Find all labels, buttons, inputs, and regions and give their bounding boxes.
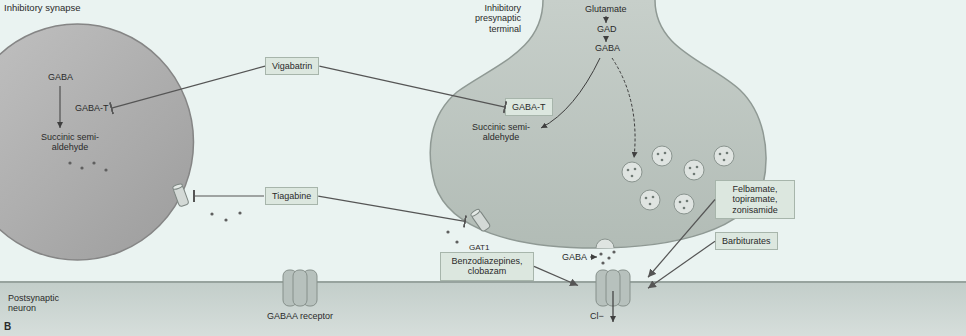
enzyme-box: GABA-T xyxy=(505,98,553,116)
reaction-arrow xyxy=(60,86,61,128)
reaction-arrow xyxy=(541,58,600,128)
gaba-dot xyxy=(210,212,213,215)
gaba-dot xyxy=(599,252,602,255)
synaptic-vesicle xyxy=(622,162,642,182)
gaba-a-receptor: GABAA receptor xyxy=(262,269,338,324)
synaptic-vesicle xyxy=(684,160,704,180)
gaba-dot xyxy=(92,161,95,164)
terminal-label: Inhibitory presynaptic terminal xyxy=(455,3,521,34)
drug-box: Tiagabine xyxy=(265,187,318,205)
transporter-top xyxy=(172,183,183,190)
enzyme-label: GABA-T xyxy=(512,102,546,112)
gaba-dot xyxy=(104,168,107,171)
glial-cell: GABA Succinic semi-aldehyde GABA-T xyxy=(0,22,195,262)
vesicle-gaba xyxy=(726,152,729,155)
terminal-label: Succinic semi-aldehyde xyxy=(465,122,537,143)
enzyme-label: GABA-T xyxy=(75,103,109,113)
vesicle-gaba xyxy=(664,152,667,155)
vesicle-gaba xyxy=(631,175,634,178)
gaba-dot xyxy=(224,218,227,221)
vesicle-gaba xyxy=(689,167,692,170)
vesicle-gaba xyxy=(686,200,689,203)
terminal-label: GABA xyxy=(595,43,620,53)
drug-box: Felbamate, topiramate, zonisamide xyxy=(715,180,795,219)
synaptic-vesicle xyxy=(652,146,672,166)
vesicle-gaba xyxy=(696,166,699,169)
vesicle-gaba xyxy=(652,196,655,199)
cell-outline xyxy=(0,24,194,260)
inhibition-line xyxy=(319,66,505,107)
enzyme-node: GABA-T xyxy=(72,101,112,115)
ion-label: Cl− xyxy=(590,311,604,321)
terminal-label: GAD xyxy=(597,24,617,34)
gaba-dot xyxy=(601,261,604,264)
action-arrow xyxy=(648,200,715,278)
packaging-arrow xyxy=(612,58,635,158)
gaba-transporter: GAT1 xyxy=(465,210,497,248)
transporter-top xyxy=(470,208,480,217)
vesicle-gaba xyxy=(657,153,660,156)
gaba-dot xyxy=(238,211,241,214)
figure-title: Inhibitory synapse xyxy=(4,3,81,14)
chloride-channel-receptor: Cl− xyxy=(578,269,648,324)
vesicle-gaba xyxy=(627,169,630,172)
vesicle-gaba xyxy=(683,207,686,210)
metabolite-label: Succinic semi-aldehyde xyxy=(30,132,110,153)
receptor-subunit xyxy=(293,270,307,306)
inhibition-bar xyxy=(193,190,195,202)
vesicle-gaba xyxy=(649,203,652,206)
gaba-dot xyxy=(446,230,449,233)
transporter-body xyxy=(173,185,189,207)
synaptic-vesicle xyxy=(714,146,734,166)
action-arrow xyxy=(534,266,578,285)
inhibition-line xyxy=(112,66,265,108)
drug-box: Vigabatrin xyxy=(265,57,319,75)
transporter-label: GAT1 xyxy=(467,243,492,252)
postsynaptic-neuron: Postsynaptic neuronGABAA receptor Cl− xyxy=(0,281,966,336)
terminal-label: Glutamate xyxy=(585,4,627,14)
node-outline xyxy=(578,269,648,324)
drug-name: Vigabatrin xyxy=(272,61,312,71)
receptor-subunits xyxy=(283,270,317,306)
reaction-arrow xyxy=(606,36,607,42)
synaptic-vesicle xyxy=(674,194,694,214)
gaba-dot xyxy=(455,240,458,243)
reaction-arrow xyxy=(606,16,607,23)
gaba-dot xyxy=(612,250,615,253)
inhibition-line xyxy=(318,196,465,221)
gaba-dot xyxy=(80,166,83,169)
glial-transporter xyxy=(172,183,189,207)
vesicle-gaba xyxy=(719,153,722,156)
receptor-label: GABAA receptor xyxy=(262,311,338,321)
panel-letter: B xyxy=(4,321,11,333)
drug-name: Felbamate, topiramate, zonisamide xyxy=(722,184,788,215)
vesicle-gaba xyxy=(661,159,664,162)
drug-box: Barbiturates xyxy=(715,232,778,250)
drug-name: Benzodiazepines, clobazam xyxy=(447,256,527,277)
drug-box: Benzodiazepines, clobazam xyxy=(440,252,534,281)
neurotransmitter-label: GABA xyxy=(560,252,589,262)
metabolite-label: GABA xyxy=(48,72,73,82)
vesicle-gaba xyxy=(723,159,726,162)
fusing-vesicle xyxy=(596,239,614,248)
drug-name: Tiagabine xyxy=(272,191,311,201)
action-arrow xyxy=(648,241,715,288)
drug-name: Barbiturates xyxy=(722,236,771,246)
gaba-dot xyxy=(607,256,610,259)
transporter-glyph xyxy=(470,208,491,232)
vesicle-gaba xyxy=(634,168,637,171)
leader-arrow xyxy=(590,257,597,258)
vesicle-gaba xyxy=(645,197,648,200)
vesicle-gaba xyxy=(693,173,696,176)
inhibition-line xyxy=(194,195,264,196)
gaba-dot xyxy=(68,161,71,164)
cell-label: Postsynaptic neuron xyxy=(8,293,70,314)
vesicle-gaba xyxy=(679,201,682,204)
ion-flow-arrow xyxy=(612,291,613,322)
synaptic-vesicle xyxy=(640,190,660,210)
